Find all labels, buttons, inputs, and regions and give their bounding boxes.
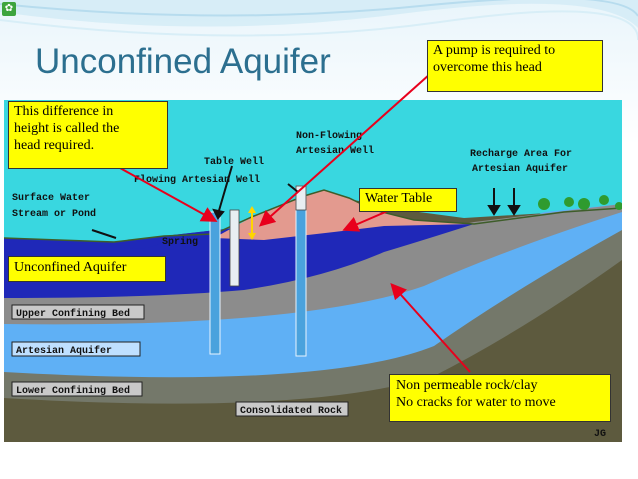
- pump-callout: A pump is required to overcome this head: [427, 40, 603, 92]
- flowing-well-label: Flowing Artesian Well: [134, 174, 260, 186]
- water-table-callout: Water Table: [359, 188, 457, 212]
- wave-decoration: [0, 0, 638, 41]
- lower-bed-label: Lower Confining Bed: [16, 385, 130, 397]
- upper-bed-label: Upper Confining Bed: [16, 308, 130, 320]
- difference-callout-line-1: This difference in: [14, 104, 114, 119]
- unconfined-aquifer-callout: Unconfined Aquifer: [8, 256, 166, 282]
- pond: [104, 242, 164, 249]
- recharge-arrows: [487, 188, 521, 216]
- non-flowing-artesian-well: [295, 185, 307, 357]
- nonperm-callout-line-1: Non permeable rock/clay: [396, 378, 538, 393]
- difference-callout-line-2: height is called the: [14, 120, 120, 136]
- nonperm-callout-line-2: No cracks for water to move: [396, 394, 556, 410]
- difference-callout: This difference in height is called the …: [8, 101, 168, 169]
- table-well: [229, 209, 240, 287]
- spring-label: Spring: [162, 236, 198, 248]
- difference-callout-line-3: head required.: [14, 137, 95, 153]
- flowing-artesian-well: [209, 211, 221, 355]
- pump-callout-line-2: overcome this head: [433, 59, 542, 75]
- recharge-label-2: Artesian Aquifer: [472, 163, 568, 175]
- pump-callout-line-1: A pump is required to: [433, 43, 556, 58]
- initials-label: JG: [594, 429, 606, 440]
- surface-water-label-1: Surface Water: [12, 192, 90, 204]
- artesian-label: Artesian Aquifer: [16, 345, 112, 357]
- page-title: Unconfined Aquifer: [35, 42, 331, 81]
- leaf-icon[interactable]: ✿: [2, 2, 16, 16]
- recharge-label-1: Recharge Area For: [470, 148, 572, 160]
- non-flowing-label-2: Artesian Well: [296, 145, 374, 157]
- surface-water-label-2: Stream or Pond: [12, 208, 96, 220]
- rock-label: Consolidated Rock: [240, 405, 342, 417]
- trees: [360, 195, 622, 210]
- non-flowing-label-1: Non-Flowing: [296, 130, 362, 142]
- nonperm-callout: Non permeable rock/clay No cracks for wa…: [389, 374, 611, 422]
- table-well-label: Table Well: [204, 156, 264, 168]
